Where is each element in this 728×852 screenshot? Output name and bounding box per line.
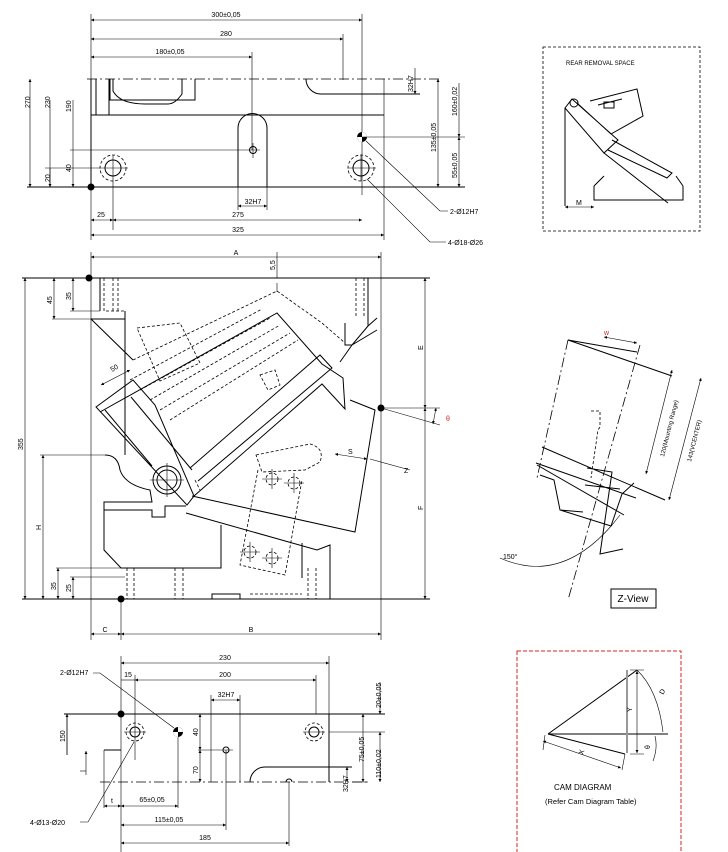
- datum-point-icon: [87, 183, 95, 191]
- front-view: A 5,5 355 45 35 H 35 25 E F θ C B: [18, 250, 450, 640]
- dim-35-top: 35: [66, 292, 73, 300]
- dim-280: 280: [220, 31, 232, 38]
- dim-135: 135±0,05: [431, 123, 438, 152]
- dim-25: 25: [97, 212, 105, 219]
- dim-w: w: [603, 330, 610, 337]
- datum-point-icon: [85, 274, 93, 282]
- dim-15: 15: [124, 672, 132, 679]
- dim-s: S: [348, 449, 353, 456]
- dim-230: 230: [219, 655, 231, 662]
- dim-160: 160±0,02: [452, 87, 459, 116]
- counterbore-hole: [347, 154, 376, 182]
- dim-a: A: [234, 250, 239, 257]
- dim-45: 45: [47, 296, 54, 304]
- dim-230: 230: [45, 96, 52, 108]
- angle-theta: θ: [446, 416, 450, 423]
- dim-32h7-bottom: 32H7: [245, 199, 262, 206]
- callout-holes: 4-Ø18-Ø26: [448, 240, 483, 247]
- dim-70: 70: [193, 766, 200, 774]
- counterbore-hole: [124, 722, 146, 742]
- dim-25-bottom: 25: [66, 584, 73, 592]
- dim-f: F: [418, 506, 425, 510]
- callout-pin: 2-Ø12H7: [450, 209, 479, 216]
- dim-75: 75±0,05: [359, 737, 366, 762]
- counterbore-hole: [45, 154, 128, 230]
- dim-185: 185: [199, 835, 211, 842]
- dim-355: 355: [18, 438, 25, 450]
- dim-275: 275: [232, 212, 244, 219]
- callout-pin: 2-Ø12H7: [60, 670, 89, 677]
- top-view: 300±0,05 280 180±0,05 270 230 190 20 40 …: [25, 12, 483, 247]
- dim-h: H: [36, 525, 43, 530]
- dim-270: 270: [25, 96, 32, 108]
- dim-t: t: [111, 798, 113, 805]
- cam-subtitle: (Refer Cam Diagram Table): [545, 797, 637, 806]
- angle-150: 150°: [503, 553, 518, 561]
- cam-diagram: Y X θ D CAM DIAGRAM (Refer Cam Diagram T…: [516, 650, 682, 852]
- lower-bracket: S Z: [103, 399, 411, 599]
- dim-200: 200: [219, 672, 231, 679]
- dim-32h7-right: 32H7: [343, 775, 350, 792]
- dim-vcenter: 143(VCENTER): [687, 420, 703, 463]
- dim-e: E: [418, 345, 425, 350]
- cam-title: CAM DIAGRAM: [554, 783, 612, 792]
- dim-b: B: [249, 627, 254, 634]
- cam-d: D: [659, 688, 668, 696]
- rear-removal-title: REAR REMOVAL SPACE: [566, 61, 635, 67]
- dim-35-bottom: 35: [51, 582, 58, 590]
- counterbore-hole: [303, 722, 325, 742]
- dim-55: 55±0,05: [452, 153, 459, 178]
- bottom-view: 230 15 200 32H7 150 40 70 t 65±0,05 115±…: [30, 655, 385, 852]
- dim-150: 150: [60, 730, 67, 742]
- dim-m: M: [576, 200, 582, 207]
- dim-20: 20±0,05: [376, 683, 383, 708]
- dim-65: 65±0,05: [139, 797, 164, 804]
- callout-holes: 4-Ø13-Ø20: [30, 820, 65, 827]
- dim-20: 20: [45, 174, 52, 182]
- dim-110: 110±0,02: [376, 749, 383, 778]
- cam-x: X: [578, 749, 586, 756]
- dim-300: 300±0,05: [211, 12, 240, 19]
- dim-mounting-range: 120(Mounting Range): [660, 400, 680, 458]
- dim-c: C: [102, 627, 107, 634]
- dim-190: 190: [66, 100, 73, 112]
- dim-50: 50: [110, 364, 120, 374]
- datum-point-icon: [117, 710, 125, 718]
- dim-5-5: 5,5: [270, 260, 277, 270]
- dim-325: 325: [232, 227, 244, 234]
- cam-theta: θ: [645, 745, 652, 749]
- z-view-label: Z-View: [618, 594, 650, 605]
- dim-180: 180±0,05: [155, 49, 184, 56]
- dim-40: 40: [193, 728, 200, 736]
- main-cylinder-arm: 50: [95, 290, 346, 506]
- cam-y: Y: [627, 707, 634, 712]
- dim-40: 40: [66, 164, 73, 172]
- dim-32h7-right: 32H7: [408, 75, 415, 92]
- rear-removal-space: REAR REMOVAL SPACE M: [542, 46, 701, 232]
- datum-pin-icon: [173, 727, 183, 737]
- label-z: Z: [404, 468, 409, 475]
- z-view: w 120(Mounting Range) 143(VCENTER) 150° …: [499, 330, 703, 609]
- dim-115: 115±0,05: [155, 817, 184, 824]
- dim-32h7-top: 32H7: [218, 692, 235, 699]
